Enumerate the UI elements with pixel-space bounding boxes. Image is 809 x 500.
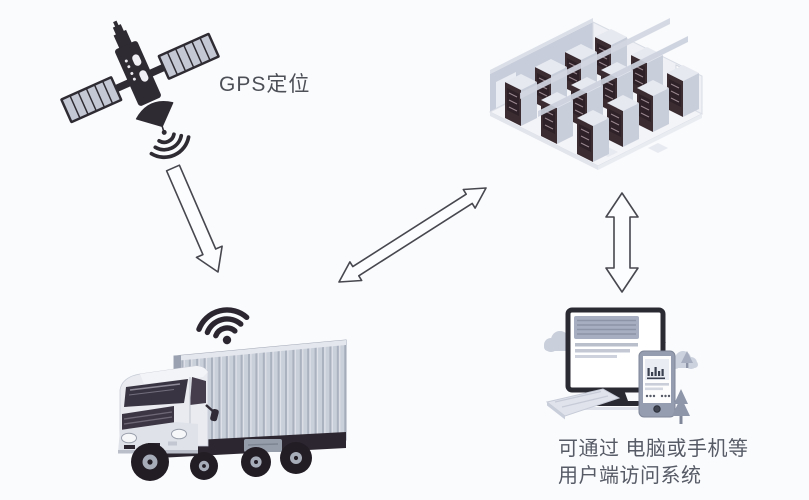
satellite-signal-icon <box>149 132 191 160</box>
dish-antenna <box>135 101 174 135</box>
client-devices-icon <box>544 307 698 424</box>
gps-label: GPS定位 <box>219 73 311 96</box>
client-caption-line1: 可通过 电脑或手机等 <box>558 438 749 460</box>
arrow-down-icon <box>165 164 223 273</box>
solar-panel-left <box>60 76 123 124</box>
solar-panel-right <box>157 32 220 80</box>
gps-satellite-icon <box>60 20 220 160</box>
phone-icon <box>638 350 676 418</box>
server-room-icon <box>488 18 704 170</box>
client-caption: 可通过 电脑或手机等 用户端访问系统 <box>558 436 749 490</box>
truck-cab <box>118 365 219 454</box>
client-caption-line2: 用户端访问系统 <box>558 465 702 487</box>
cable-trays <box>520 18 688 117</box>
truck-icon <box>118 307 347 481</box>
tree-icon <box>672 389 690 424</box>
keyboard-icon <box>545 388 621 420</box>
double-arrow-diagonal-icon <box>338 187 487 283</box>
tree-icon <box>681 351 693 368</box>
double-arrow-vertical-icon <box>605 192 639 293</box>
truck-wheels <box>131 442 312 481</box>
wifi-icon <box>196 307 250 345</box>
